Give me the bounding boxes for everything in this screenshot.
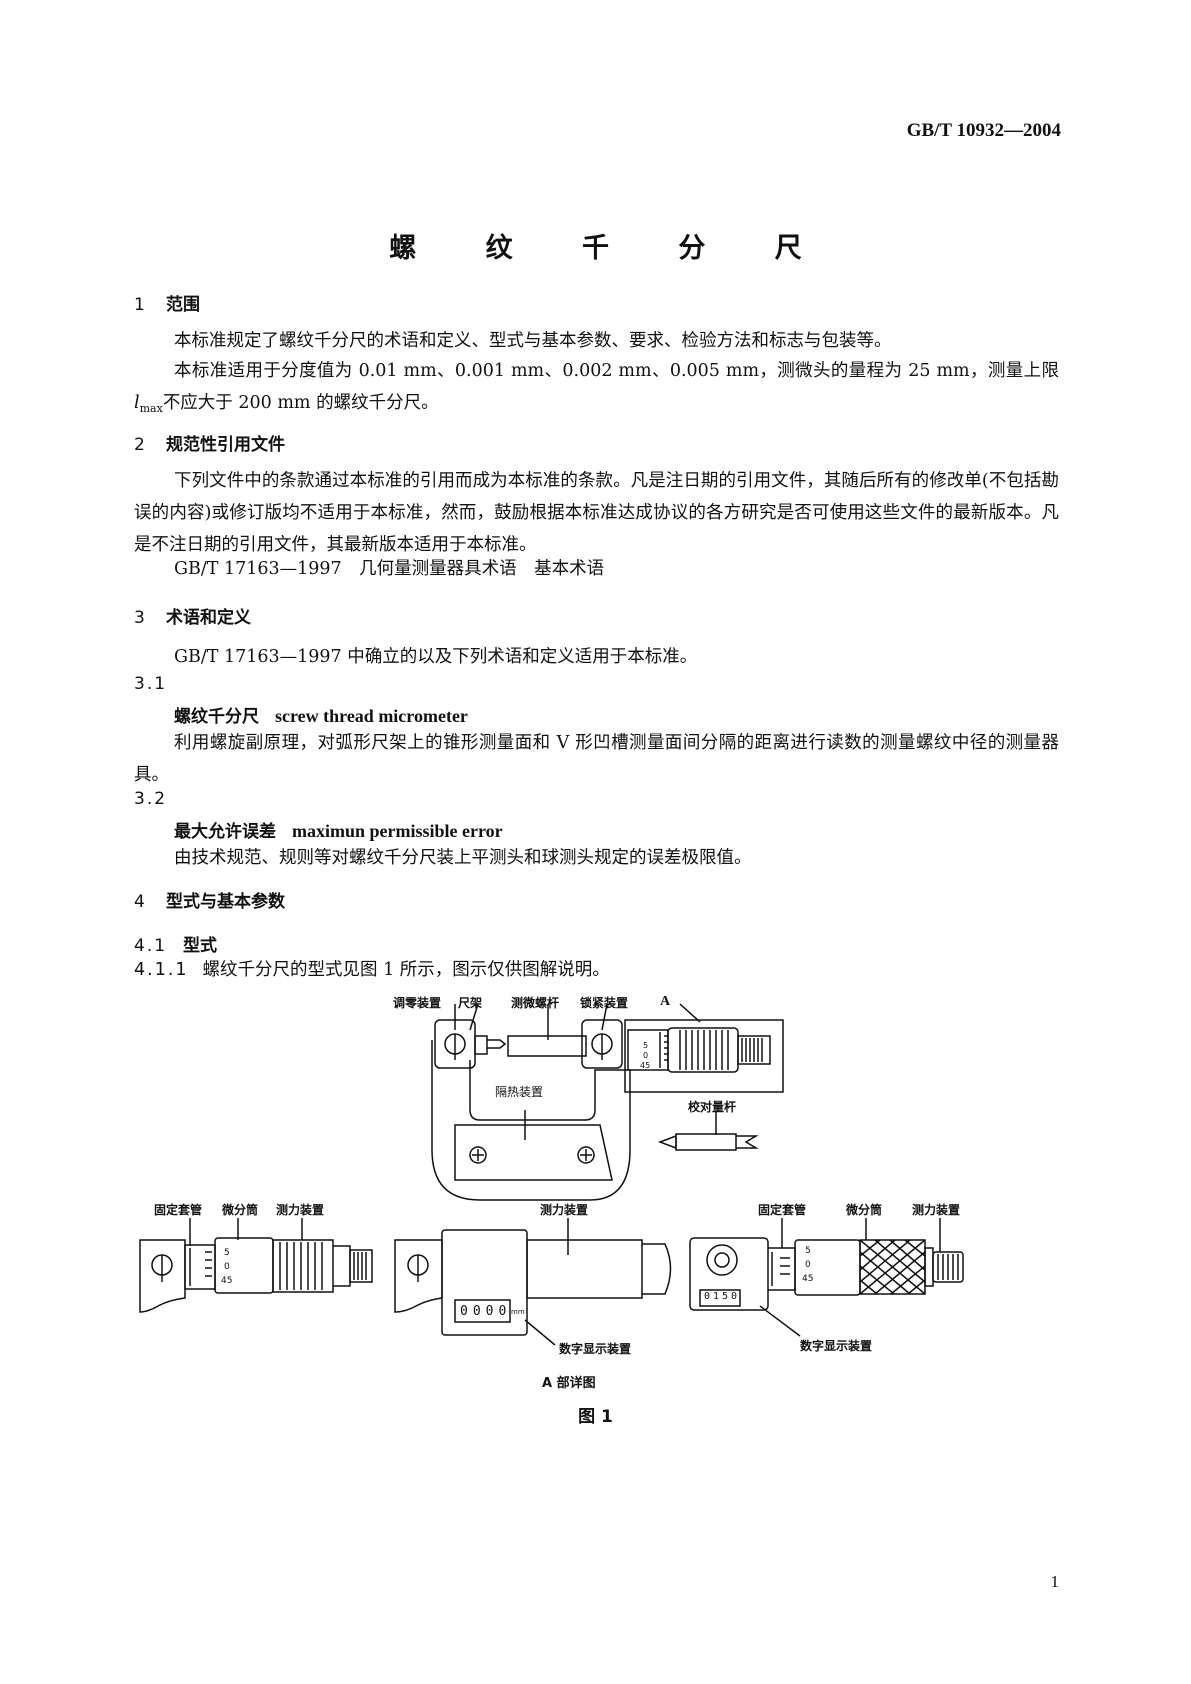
clause-3-1-number: 3.1 [134,674,168,694]
label-digital-2: 数字显示装置 [559,1342,632,1356]
label-thimble-3: 微分筒 [846,1203,883,1217]
scale-45-1: 45 [221,1276,233,1286]
label-check-rod: 校对量杆 [688,1100,737,1114]
detail-1-drawing [139,1218,373,1313]
detail-caption: A 部详图 [542,1376,596,1391]
label-insulation: 隔热装置 [495,1085,544,1099]
section-3-para-1: GB/T 17163—1997 中确立的以及下列术语和定义适用于本标准。 [174,647,698,667]
label-ratchet-1: 测力装置 [276,1203,325,1217]
label-sleeve-1: 固定套管 [154,1203,203,1217]
label-zero-adjust: 调零装置 [393,996,442,1010]
label-ratchet-3: 测力装置 [912,1203,961,1217]
clause-3-2-number: 3.2 [134,789,168,809]
check-rod-drawing [657,1133,759,1151]
scale-0-1: 0 [224,1262,230,1272]
label-thimble-1: 微分筒 [222,1203,259,1217]
section-1-para-1: 本标准规定了螺纹千分尺的术语和定义、型式与基本参数、要求、检验方法和标志与包装等… [174,331,892,351]
scale-5-a: 5 [643,1041,649,1050]
detail-2-drawing [394,1218,672,1346]
page-number: 1 [1050,1572,1060,1591]
unit-mm: mm [511,1308,525,1316]
section-1-para-2: 本标准适用于分度值为 0.01 mm、0.001 mm、0.002 mm、0.0… [134,361,1059,415]
section-2-reference: GB/T 17163—1997 几何量测量器具术语 基本术语 [174,559,605,579]
definition-3-2: 由技术规范、规则等对螺纹千分尺装上平测头和球测头规定的误差极限值。 [174,848,752,868]
label-spindle: 测微螺杆 [511,996,560,1010]
digital-display-3: 0150 [704,1291,741,1302]
page-title: 螺 纹 千 分 尺 [389,233,832,264]
label-digital-3: 数字显示装置 [800,1339,873,1353]
scale-5-3: 5 [805,1246,811,1256]
figure-1-drawing [139,1003,964,1346]
standard-number: GB/T 10932—2004 [906,120,1061,141]
label-sleeve-3: 固定套管 [758,1203,807,1217]
scale-45-a: 45 [640,1061,651,1070]
figure-caption: 图 1 [578,1407,613,1427]
scale-0-3: 0 [805,1260,811,1270]
detail-3-drawing [689,1218,964,1337]
scale-45-3: 45 [802,1274,814,1284]
label-lock: 锁紧装置 [580,996,629,1010]
digital-display-2: 0000 [460,1304,512,1319]
scale-0-a: 0 [643,1051,649,1060]
scale-5-1: 5 [224,1248,230,1258]
micrometer-frame [431,1003,784,1201]
label-ratchet-2: 测力装置 [540,1203,589,1217]
definition-3-1: 利用螺旋副原理，对弧形尺架上的锥形测量面和 V 形凹槽测量面间分隔的距离进行读数… [134,733,1059,785]
label-frame: 尺架 [458,996,483,1010]
label-a: A [660,994,671,1009]
section-2-para-1: 下列文件中的条款通过本标准的引用而成为本标准的条款。凡是注日期的引用文件，其随后… [134,471,1059,555]
